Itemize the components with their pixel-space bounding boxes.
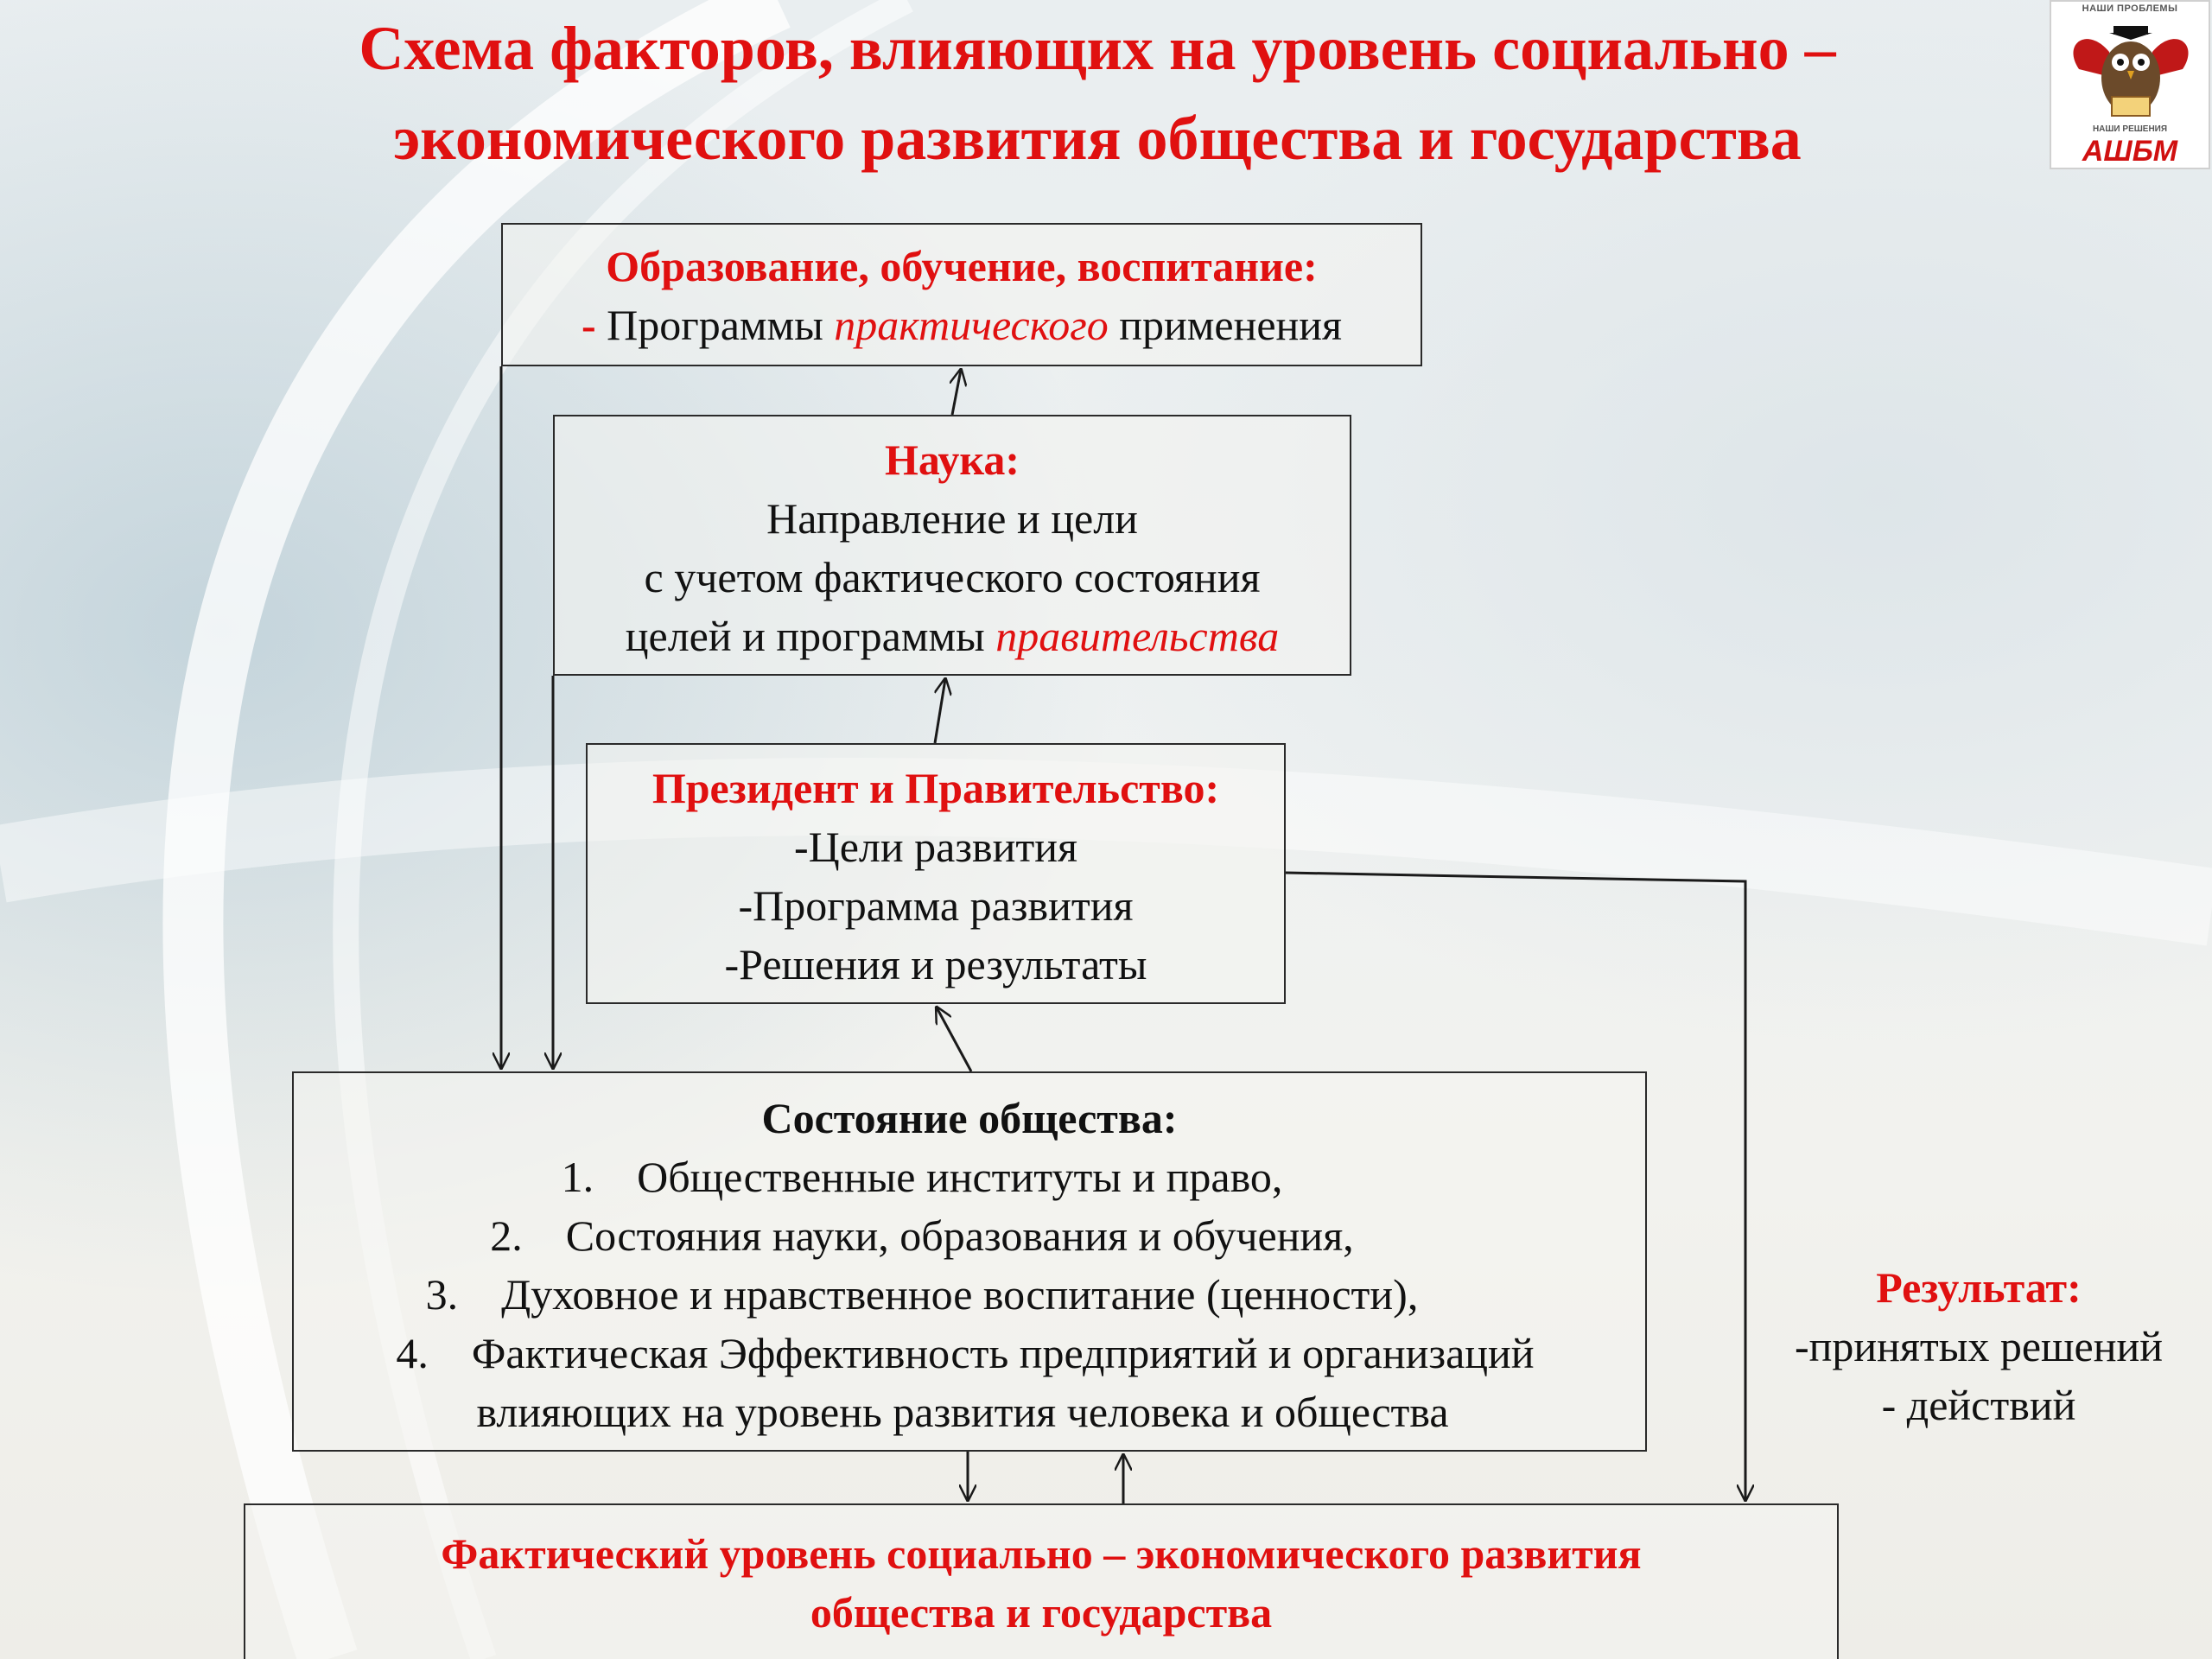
level-box: Фактический уровень социально – экономич… [244, 1503, 1839, 1659]
society-item-1: 1. Общественные институты и право, [561, 1153, 1283, 1201]
logo-text: АШБМ [2082, 135, 2178, 168]
level-line-2: общества и государства [810, 1588, 1273, 1637]
ashbm-logo: НАШИ ПРОБЛЕМЫ НАШИ РЕШЕНИЯ АШБМ [2050, 0, 2210, 169]
society-item-2: 2. Состояния науки, образования и обучен… [490, 1211, 1354, 1260]
level-line-1: Фактический уровень социально – экономич… [441, 1529, 1642, 1578]
education-heading: Образование, обучение, воспитание: [606, 242, 1318, 290]
society-heading: Состояние общества: [761, 1094, 1178, 1142]
title-line-2: экономического развития общества и госуд… [393, 104, 1802, 173]
education-box: Образование, обучение, воспитание: - Про… [501, 223, 1422, 366]
government-item: -Программа развития [738, 881, 1134, 930]
page-title: Схема факторов, влияющих на уровень соци… [138, 3, 2056, 183]
society-continuation: влияющих на уровень развития человека и … [476, 1388, 1449, 1436]
education-line: - Программы практического применения [581, 301, 1343, 349]
science-line-3: целей и программы правительства [625, 612, 1280, 660]
result-heading: Результат: [1876, 1263, 2082, 1312]
government-box: Президент и Правительство: -Цели развити… [586, 743, 1286, 1004]
science-heading: Наука: [884, 435, 1020, 484]
science-box: Наука: Направление и цели с учетом факти… [553, 415, 1351, 676]
society-item-3: 3. Духовное и нравственное воспитание (ц… [425, 1270, 1419, 1319]
science-line-2: с учетом фактического состояния [644, 553, 1261, 601]
result-item: -принятых решений [1794, 1322, 2164, 1370]
result-item: - действий [1881, 1381, 2076, 1429]
title-line-1: Схема факторов, влияющих на уровень соци… [359, 14, 1836, 83]
result-block: Результат: -принятых решений - действий [1754, 1258, 2203, 1434]
society-box: Состояние общества: 1. Общественные инст… [292, 1071, 1647, 1452]
government-item: -Цели развития [793, 823, 1078, 871]
owl-icon [2073, 26, 2189, 117]
government-heading: Президент и Правительство: [652, 764, 1220, 812]
science-line-1: Направление и цели [766, 494, 1138, 543]
society-item-4: 4. Фактическая Эффективность предприятий… [396, 1329, 1535, 1377]
logo-top-text: НАШИ ПРОБЛЕМЫ [2082, 3, 2178, 14]
logo-mid-text: НАШИ РЕШЕНИЯ [2092, 124, 2168, 134]
government-item: -Решения и результаты [724, 940, 1147, 988]
